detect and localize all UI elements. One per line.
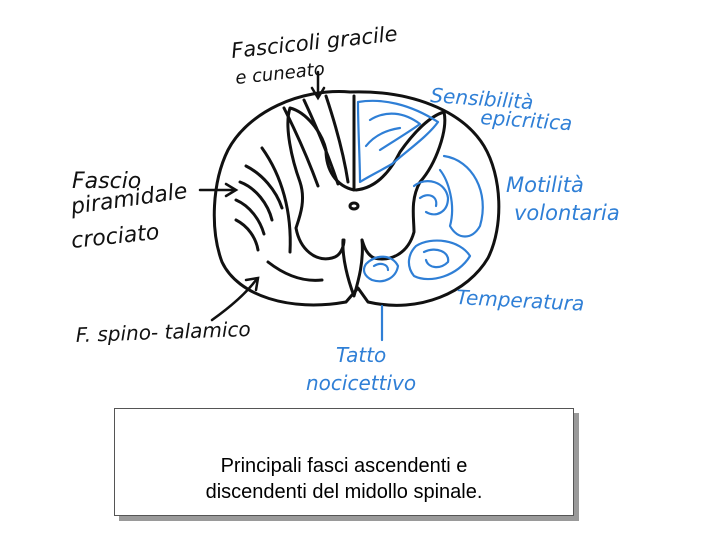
temperature-inner xyxy=(422,248,450,269)
label-tatto-1: Tatto xyxy=(336,343,386,367)
caption-line-1: Principali fasci ascendenti e xyxy=(220,455,468,477)
epicritic-inner xyxy=(368,112,422,152)
pyramidal-striation-2 xyxy=(238,180,274,222)
label-fascio-3: crociato xyxy=(70,220,161,254)
motor-tract-inner-2 xyxy=(418,194,438,208)
posterior-column-line-2 xyxy=(302,98,340,186)
label-fascio-1: Fascio xyxy=(72,169,141,194)
spinothalamic-region xyxy=(266,260,324,282)
pyramidal-striation-3 xyxy=(234,198,266,236)
label-spino: F. spino- talamico xyxy=(75,317,251,347)
epicritic-tract xyxy=(356,99,440,184)
motor-tract xyxy=(438,154,484,238)
blue-tracts xyxy=(356,99,484,342)
label-motilita-2: volontaria xyxy=(514,201,620,225)
temperature-tract xyxy=(407,239,472,281)
label-motilita-1: Motilità xyxy=(506,173,584,197)
cord-outline xyxy=(212,90,501,307)
caption-line-2: discendenti del midollo spinale. xyxy=(205,481,483,503)
grey-matter-left xyxy=(286,106,356,261)
posterior-column-line-3 xyxy=(324,94,350,184)
spinal-cord-cross-section xyxy=(212,90,501,307)
arrow-fascicoli-head xyxy=(310,86,326,101)
arrow-pyramidal-head xyxy=(224,182,239,198)
pyramidal-striation-1 xyxy=(244,164,284,210)
label-temperatura: Temperatura xyxy=(456,285,585,316)
posterior-column-line-1 xyxy=(282,106,320,188)
caption-box: Principali fasci ascendenti e discendent… xyxy=(114,408,574,516)
arrow-spino-head xyxy=(244,276,260,292)
label-tatto-2: nocicettivo xyxy=(306,371,416,395)
central-canal xyxy=(348,201,360,211)
label-fascicoli-2: e cuneato xyxy=(234,59,325,89)
pyramidal-region xyxy=(260,146,292,254)
pyramidal-striation-4 xyxy=(234,218,260,252)
arrow-spino xyxy=(210,278,258,322)
arrows xyxy=(198,70,326,322)
label-fascicoli-1: Fascicoli gracile xyxy=(230,22,399,63)
touch-tract xyxy=(362,255,400,283)
grey-matter-right xyxy=(354,110,447,261)
label-sensibilita-2: epicritica xyxy=(480,105,573,135)
anterior-fissure xyxy=(341,238,364,298)
touch-inner xyxy=(372,262,390,272)
motor-tract-inner xyxy=(412,180,450,216)
epicritic-inner-2 xyxy=(364,126,402,148)
